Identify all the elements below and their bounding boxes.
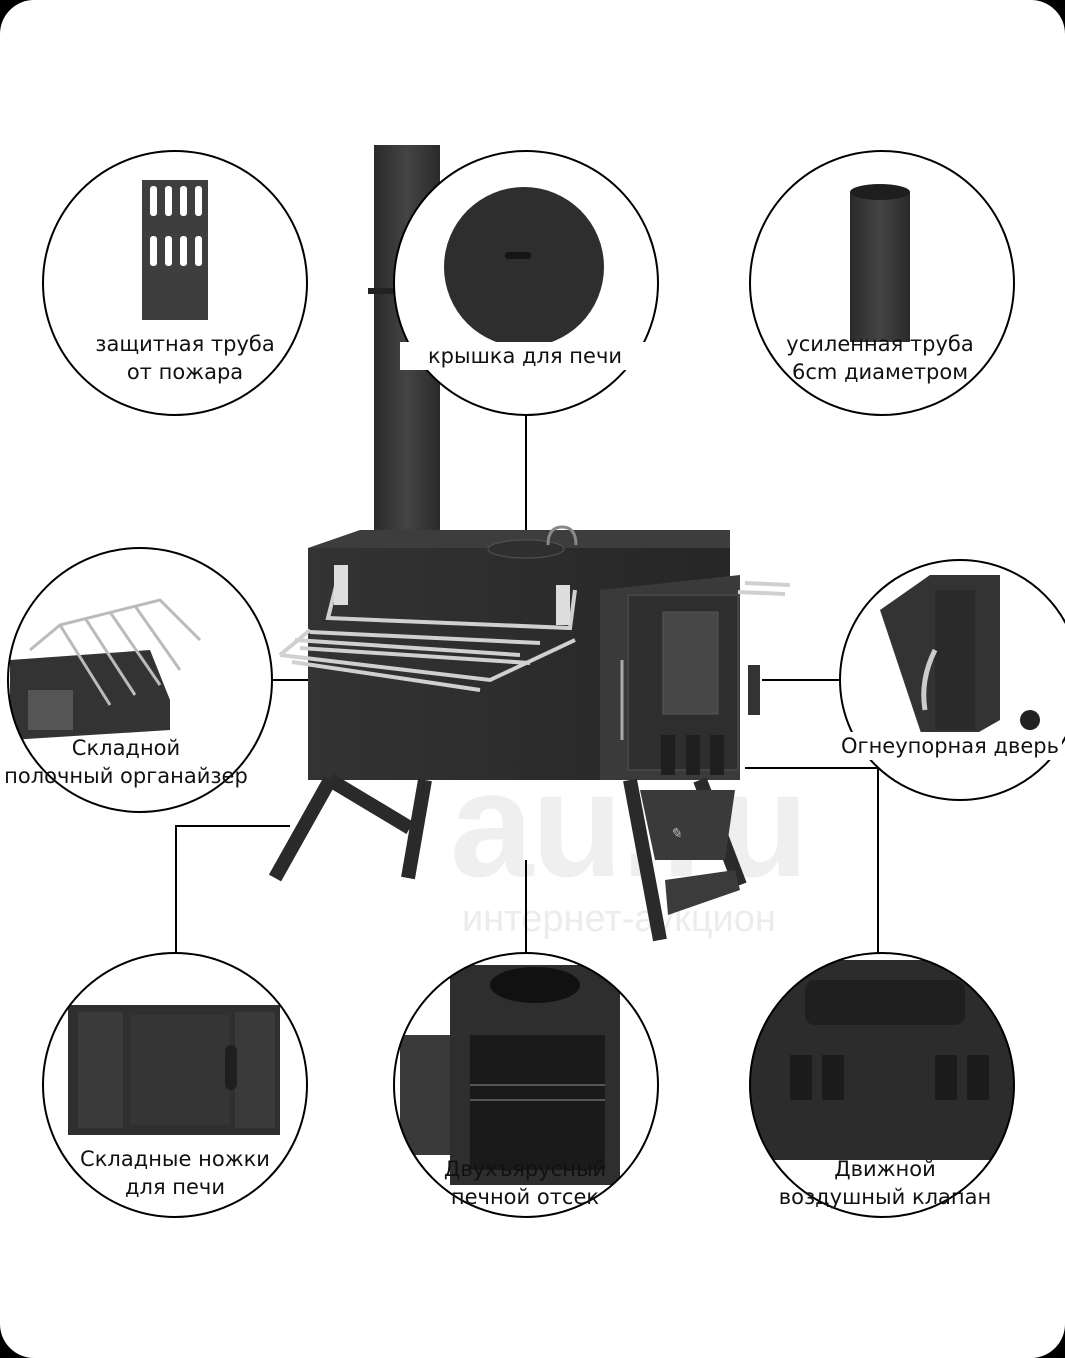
- detail-chamber: [394, 953, 658, 1217]
- label-reinforced-pipe: усиленная труба 6cm диаметром: [786, 332, 974, 384]
- svg-text:✎: ✎: [670, 826, 682, 842]
- label-damper: Движной воздушный клапан: [778, 1157, 992, 1209]
- label-shelf: Складной полочный органайзер: [4, 736, 248, 788]
- label-lid: крышка для печи: [400, 342, 650, 370]
- detail-lid: [394, 151, 658, 415]
- detail-shelf: [8, 548, 272, 812]
- detail-fire-pipe: [43, 151, 307, 415]
- label-chamber: Двухъярусный печной отсек: [443, 1157, 607, 1209]
- detail-legs: [43, 953, 307, 1217]
- label-fire-pipe: защитная труба от пожара: [95, 332, 275, 384]
- detail-damper: [750, 953, 1014, 1217]
- label-door: Огнеупорная дверь: [838, 732, 1062, 760]
- watermark-tagline: интернет-аукцион: [462, 898, 776, 940]
- label-legs: Складные ножки для печи: [80, 1147, 270, 1199]
- detail-reinforced-pipe: [750, 151, 1014, 415]
